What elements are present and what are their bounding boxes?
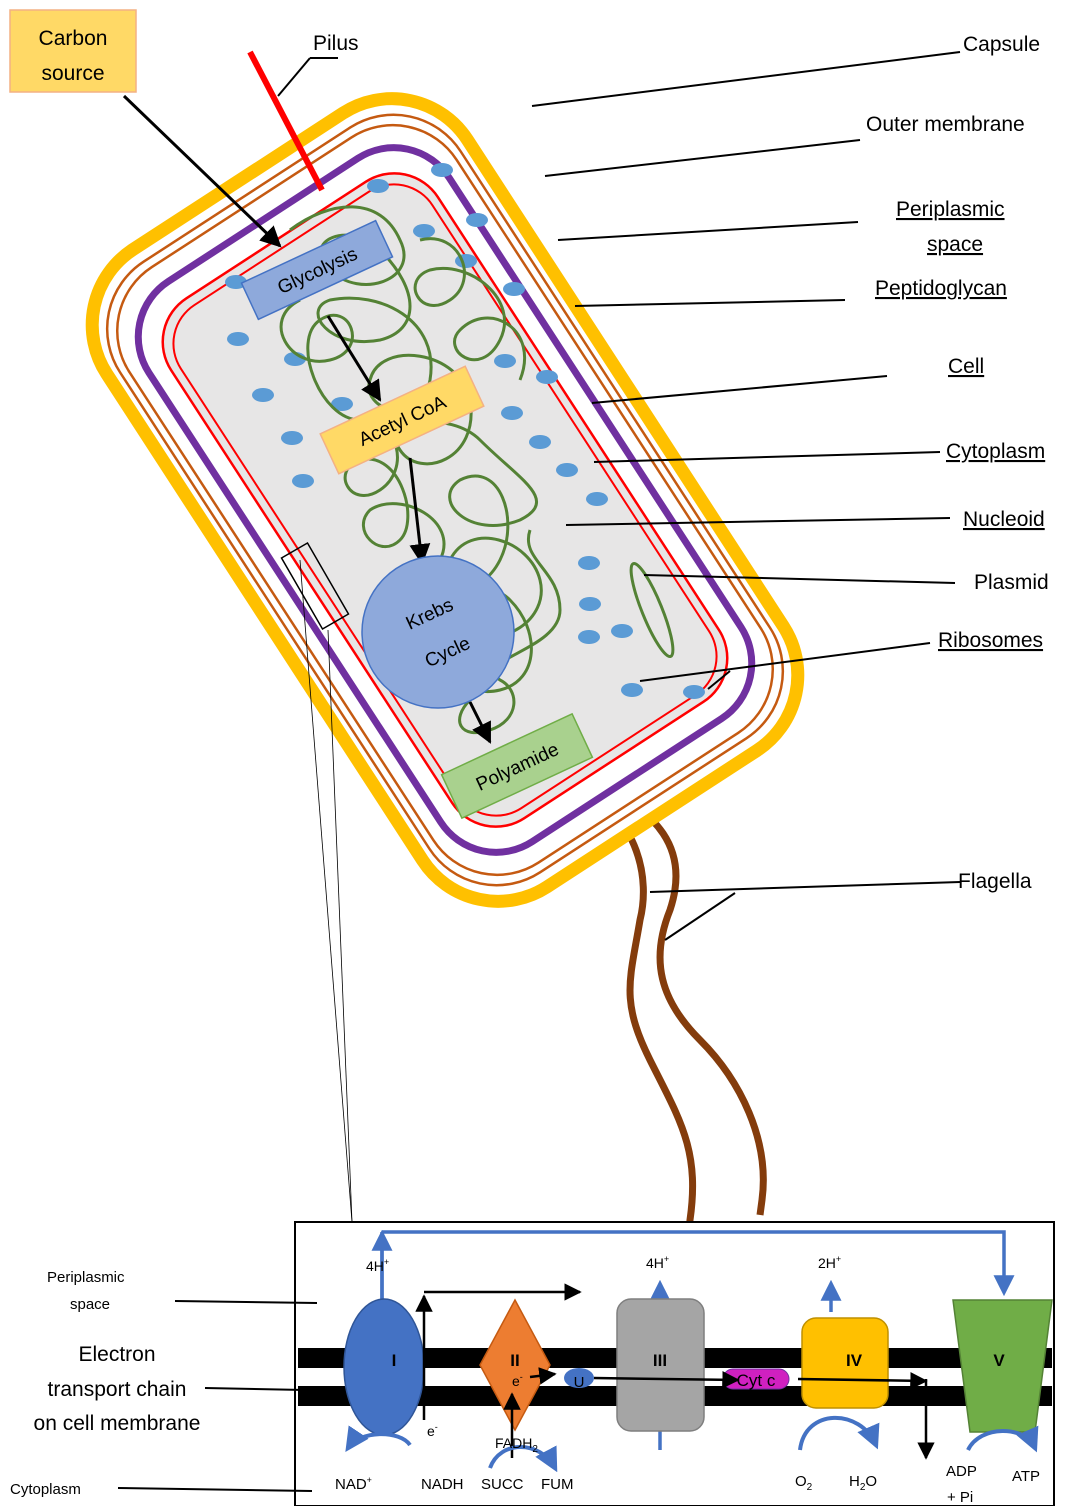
ribosome: [292, 474, 314, 488]
etc-cytoplasm-label: Cytoplasm: [10, 1481, 81, 1498]
ribosome: [367, 179, 389, 193]
ribosome: [578, 556, 600, 570]
flagella-label: Flagella: [958, 870, 1032, 893]
capsule-label: Capsule: [963, 33, 1040, 56]
complex-IV: IV: [802, 1318, 888, 1408]
cytoplasm-label: Cytoplasm: [946, 440, 1045, 463]
complex-V-label: V: [993, 1351, 1005, 1370]
adp-label: ADP: [946, 1463, 977, 1480]
etc-title: on cell membrane: [34, 1412, 201, 1435]
pi-label: + Pi: [947, 1489, 973, 1506]
ribosome: [556, 463, 578, 477]
ribosomes-label: Ribosomes: [938, 629, 1043, 652]
ribosome: [466, 213, 488, 227]
ribosome: [413, 224, 435, 238]
ribosome: [611, 624, 633, 638]
ribosome: [586, 492, 608, 506]
fumarate-label: FUM: [541, 1476, 574, 1493]
etc-title: transport chain: [48, 1378, 187, 1401]
succinate-label: SUCC: [481, 1476, 524, 1493]
ribosome: [252, 388, 274, 402]
ribosome: [579, 597, 601, 611]
ribosome: [536, 370, 558, 384]
ribosome: [227, 332, 249, 346]
cell-label: Cell: [948, 355, 984, 378]
etc-periplasmic-label: Periplasmic: [47, 1269, 125, 1286]
etc-title: Electron: [78, 1343, 155, 1366]
complex-I: I: [344, 1299, 424, 1435]
krebs-cycle: Krebs Cycle: [362, 556, 514, 708]
periplasmic-space-label: Periplasmic: [896, 198, 1005, 221]
ribosome: [431, 163, 453, 177]
complex-III-label: III: [653, 1351, 667, 1370]
etc-panel: I II U III Cyt c IV V: [295, 1222, 1054, 1506]
complex-IV-label: IV: [846, 1351, 863, 1370]
plasmid-label: Plasmid: [974, 571, 1049, 594]
pilus-label: Pilus: [313, 32, 359, 55]
ribosome: [529, 435, 551, 449]
ribosome: [621, 683, 643, 697]
complex-V: V: [953, 1300, 1052, 1432]
carbon-source-box: Carbon source: [10, 10, 136, 92]
nadh-label: NADH: [421, 1476, 464, 1493]
ribosome: [494, 354, 516, 368]
carbon-source-label: source: [41, 62, 104, 85]
etc-title-leader: [205, 1388, 305, 1390]
ribosome: [503, 282, 525, 296]
etc-cytoplasm-leader: [118, 1488, 312, 1491]
carbon-source-label: Carbon: [39, 27, 108, 50]
ribosome: [281, 431, 303, 445]
complex-II-label: II: [510, 1351, 519, 1370]
cyt-c-label: Cyt c: [737, 1371, 776, 1390]
ribosome: [683, 685, 705, 699]
ubiquinone-label: U: [574, 1374, 585, 1391]
outer-membrane-label: Outer membrane: [866, 113, 1025, 136]
peptidoglycan-label: Peptidoglycan: [875, 277, 1007, 300]
periplasmic-space-label: space: [927, 233, 983, 256]
ribosome: [501, 406, 523, 420]
nucleoid-label: Nucleoid: [963, 508, 1045, 531]
nad-label: NAD+: [335, 1475, 372, 1493]
complex-I-label: I: [392, 1351, 397, 1370]
atp-label: ATP: [1012, 1468, 1040, 1485]
ribosome: [578, 630, 600, 644]
etc-periplasmic-label: space: [70, 1296, 110, 1313]
complex-III: III: [617, 1299, 704, 1431]
